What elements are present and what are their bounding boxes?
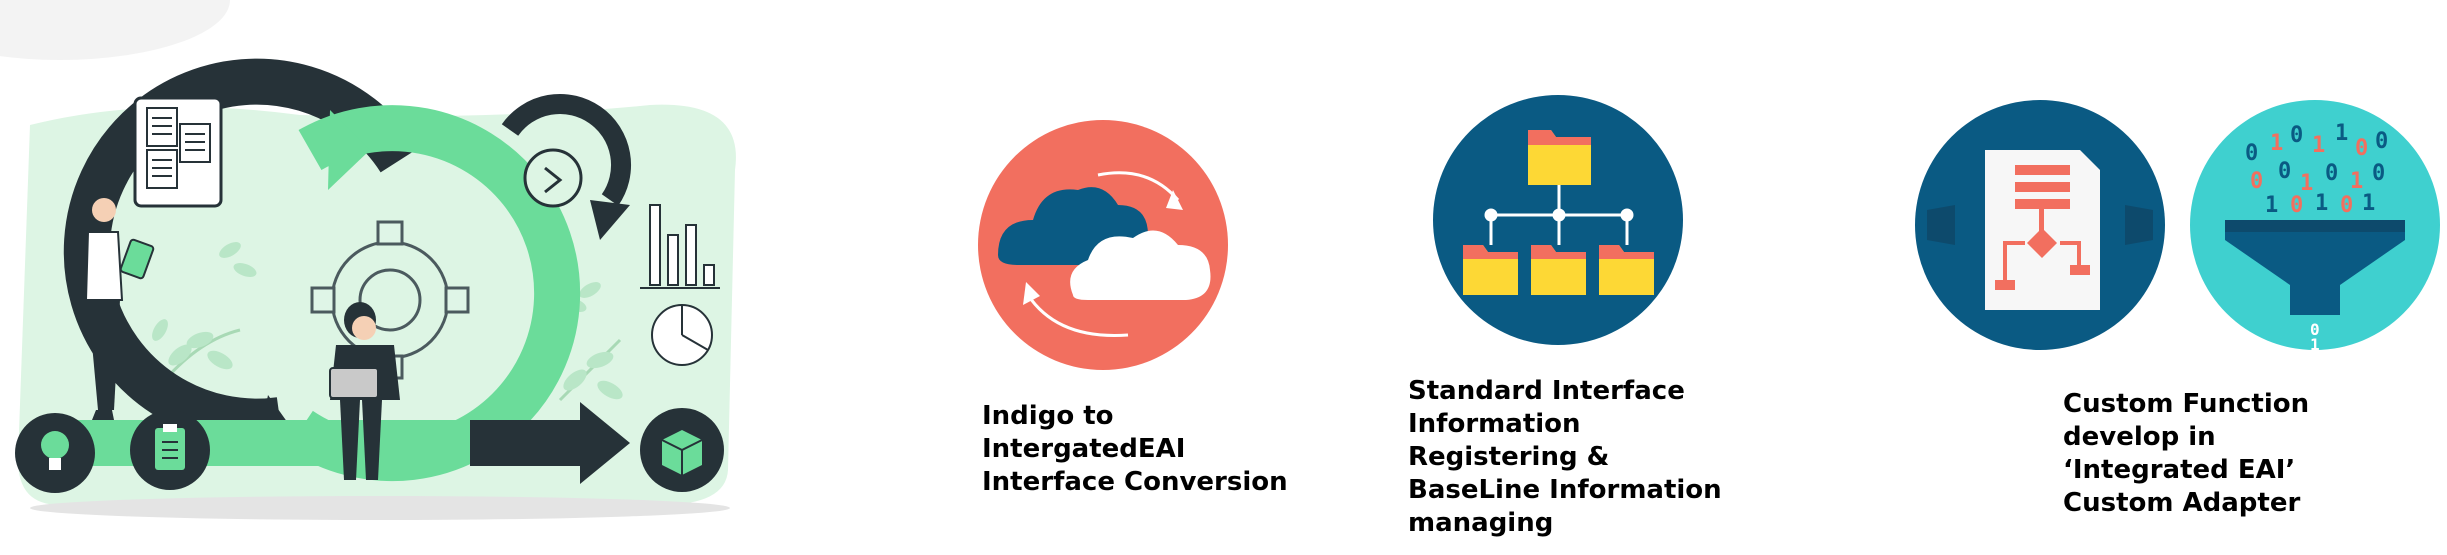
timer-arc xyxy=(501,93,632,206)
svg-text:1: 1 xyxy=(2300,171,2313,196)
lightbulb-icon xyxy=(15,413,95,493)
svg-text:0: 0 xyxy=(2340,193,2353,218)
cycle-green-arrowhead xyxy=(328,110,370,190)
svg-text:0: 0 xyxy=(2290,193,2303,218)
svg-text:0: 0 xyxy=(2372,161,2385,186)
svg-text:1: 1 xyxy=(2362,191,2375,216)
cycle-dark-arc xyxy=(63,58,420,445)
workflow-illustration xyxy=(0,0,760,555)
svg-text:0: 0 xyxy=(2278,159,2291,184)
leaf-branch-right xyxy=(558,282,623,402)
caption-line: Custom Adapter xyxy=(2063,488,2301,518)
right-arrow-icon xyxy=(470,402,630,484)
svg-text:0: 0 xyxy=(2290,123,2303,148)
svg-text:0: 0 xyxy=(2375,129,2388,154)
feature-conversion-caption: Indigo to IntergatedEAI Interface Conver… xyxy=(982,400,1288,499)
caption-line: managing xyxy=(1408,508,1554,538)
documents-icon xyxy=(133,96,223,208)
timer-arrowhead xyxy=(590,200,630,240)
caption-line: Interface Conversion xyxy=(982,467,1288,497)
woman-standing xyxy=(82,180,155,420)
svg-text:0: 0 xyxy=(2250,169,2263,194)
caption-line: Indigo to xyxy=(982,401,1114,431)
flowchart-document-icon xyxy=(1915,100,2165,350)
leaf-branch-left xyxy=(152,242,257,381)
caption-line: BaseLine Information xyxy=(1408,475,1722,505)
svg-text:1: 1 xyxy=(2335,121,2348,146)
data-funnel-icon: 0 1 0 1 1 0 0 0 0 1 0 1 0 1 0 1 0 1 xyxy=(2190,100,2440,350)
feature-registering-graphic xyxy=(1433,95,1683,345)
svg-text:1: 1 xyxy=(2270,131,2283,156)
svg-text:0: 0 xyxy=(2355,136,2368,161)
caption-line: develop in xyxy=(2063,422,2216,452)
svg-text:1: 1 xyxy=(2350,169,2363,194)
svg-text:1: 1 xyxy=(2315,191,2328,216)
custom-adapter-graphic-svg: 0 1 0 1 1 0 0 0 0 1 0 1 0 1 0 1 0 1 xyxy=(1915,100,2440,350)
progress-bar xyxy=(60,420,460,466)
caption-line: Custom Function xyxy=(2063,389,2310,419)
woman-with-laptop xyxy=(329,302,400,480)
svg-text:1: 1 xyxy=(2312,133,2325,158)
feature-conversion-graphic xyxy=(978,120,1228,370)
corner-shade xyxy=(0,0,230,60)
svg-text:0: 0 xyxy=(2310,320,2320,339)
box-icon xyxy=(640,408,724,492)
ground-shadow xyxy=(30,496,730,520)
feature-custom-adapter-graphic: 0 1 0 1 1 0 0 0 0 1 0 1 0 1 0 1 0 1 xyxy=(1915,100,2440,350)
feature-registering-caption: Standard Interface Information Registeri… xyxy=(1408,375,1722,540)
svg-text:0: 0 xyxy=(2325,161,2338,186)
caption-line: Registering & xyxy=(1408,442,1610,472)
svg-text:1: 1 xyxy=(2265,193,2278,218)
clock-icon xyxy=(523,148,583,208)
pie-chart-icon xyxy=(651,304,713,366)
feature-custom-adapter-caption: Custom Function develop in ‘Integrated E… xyxy=(2063,388,2309,520)
bar-chart-icon xyxy=(640,204,720,289)
workflow-illustration-svg xyxy=(0,0,736,520)
svg-text:0: 0 xyxy=(2245,141,2258,166)
svg-text:1: 1 xyxy=(2310,335,2320,350)
caption-line: IntergatedEAI xyxy=(982,434,1186,464)
caption-line: Information xyxy=(1408,409,1581,439)
caption-line: Standard Interface xyxy=(1408,376,1685,406)
folder-hierarchy-icon xyxy=(1433,95,1683,345)
caption-line: ‘Integrated EAI’ xyxy=(2063,455,2296,485)
clipboard-icon xyxy=(130,410,210,490)
cloud-sync-icon xyxy=(978,120,1228,370)
